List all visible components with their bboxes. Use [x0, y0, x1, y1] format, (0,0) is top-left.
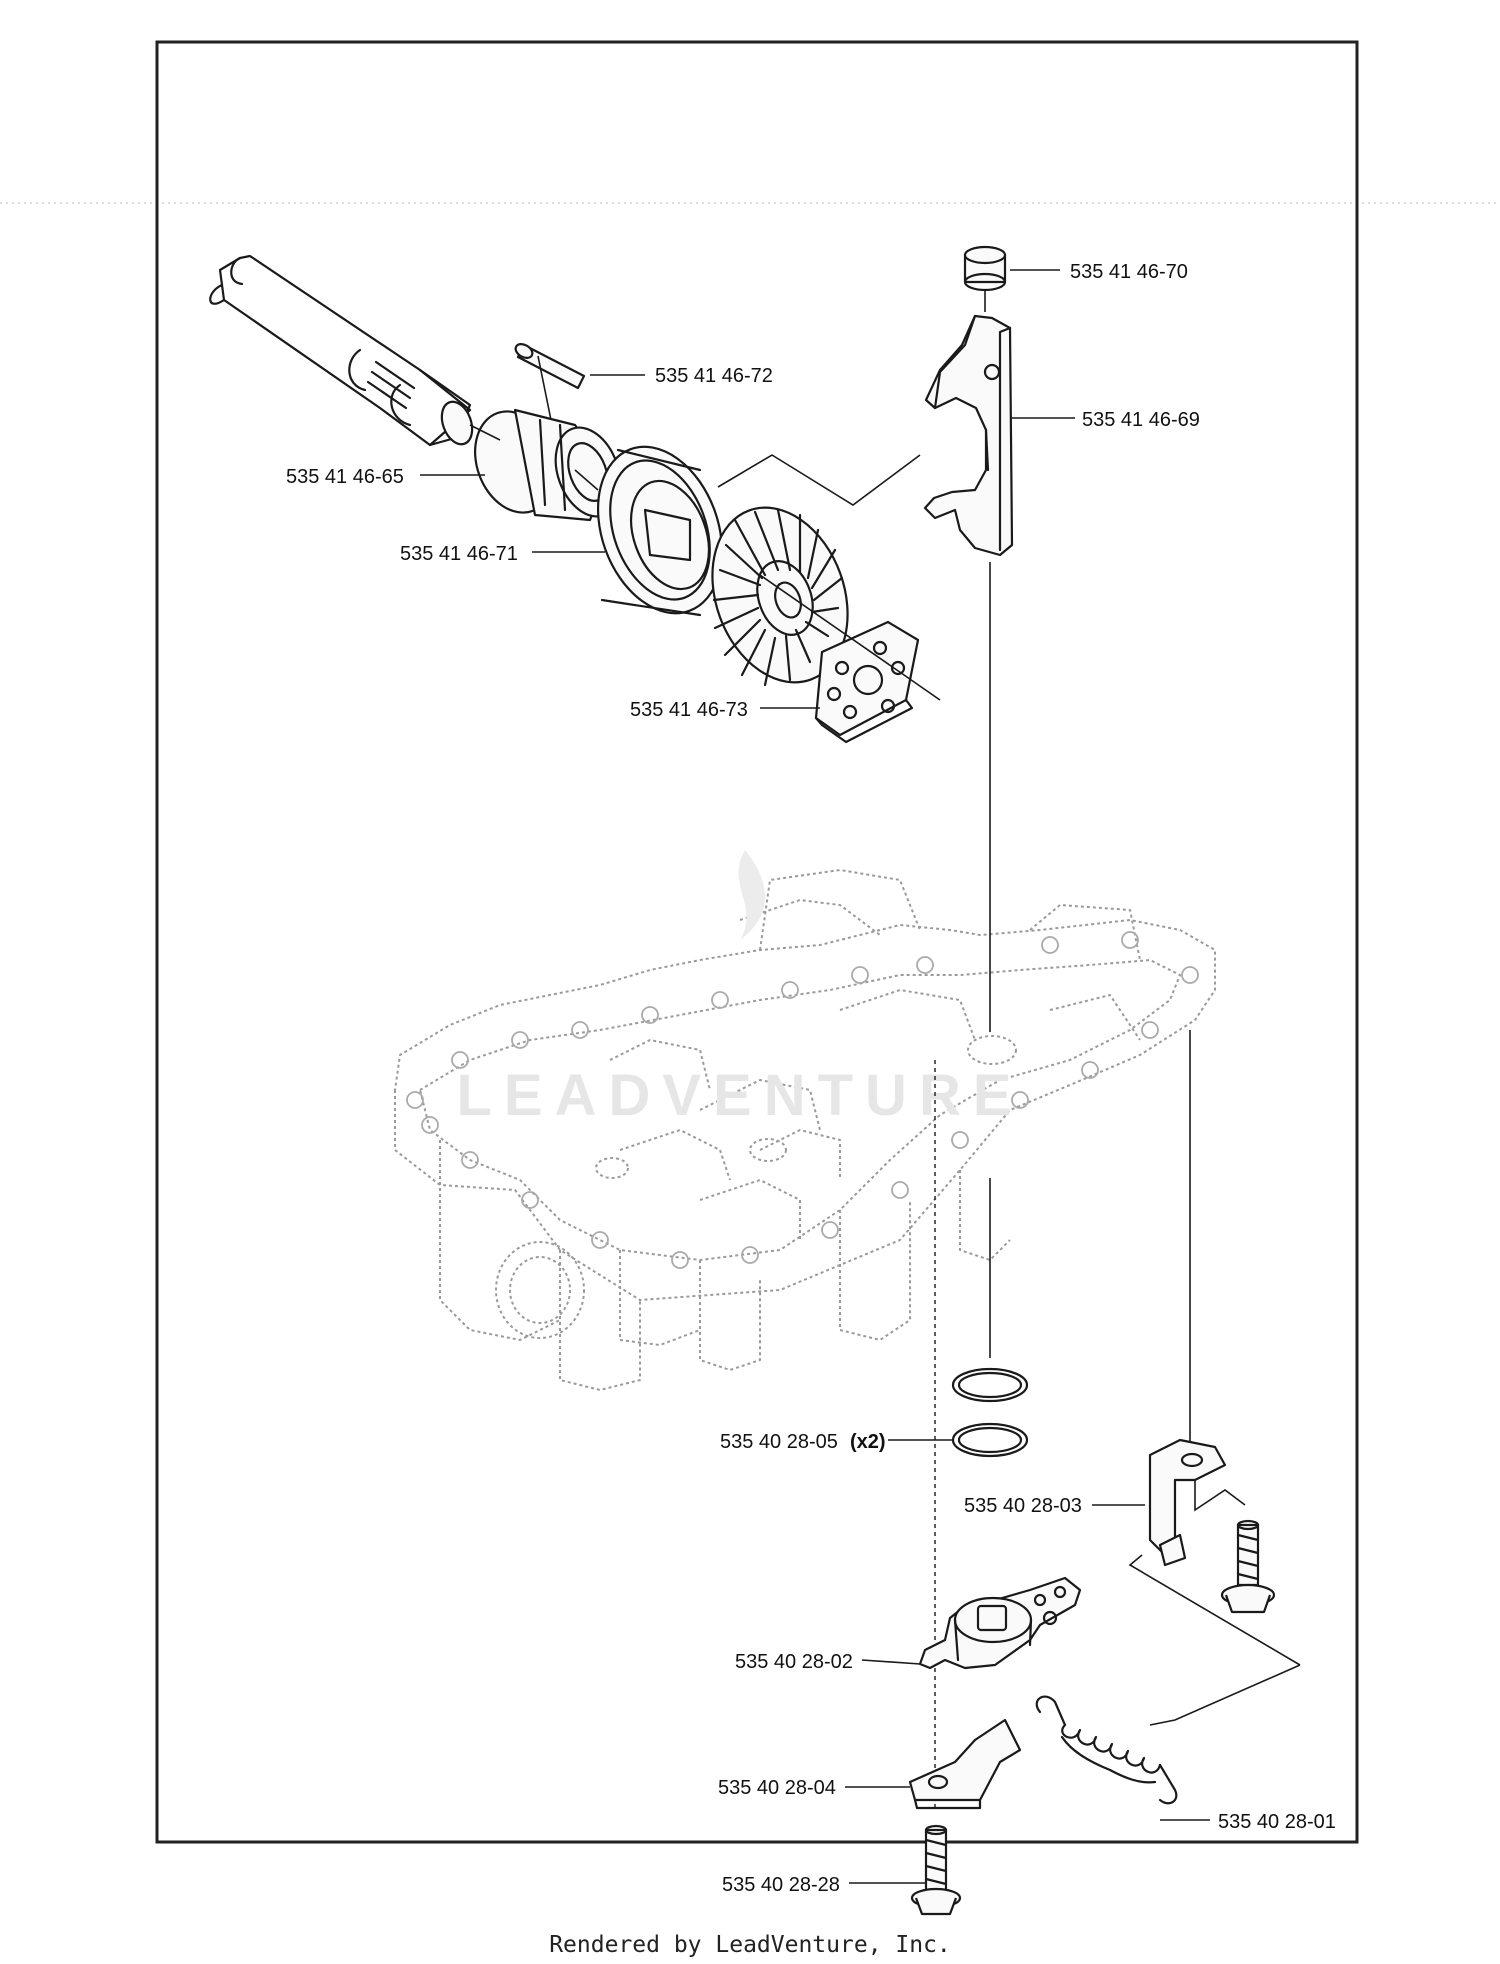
label-535-41-46-73: 535 41 46-73	[630, 699, 748, 721]
bolt-bottom-part	[910, 1824, 962, 1916]
pulley-ring-part	[596, 445, 724, 617]
assembly-axis-line-2	[574, 469, 599, 491]
label-535-41-46-71: 535 41 46-71	[400, 543, 518, 565]
label-535-40-28-03: 535 40 28-03	[964, 1495, 1082, 1517]
fork-connection-line	[717, 454, 921, 506]
pin-part	[514, 343, 586, 426]
input-shaft	[209, 254, 474, 447]
shift-fork-part	[923, 314, 1014, 557]
footer-credit: Rendered by LeadVenture, Inc.	[549, 1932, 951, 1958]
watermark-text: LEADVENTURE	[456, 1063, 1023, 1128]
cap-part	[963, 245, 1007, 312]
bracket-part	[1128, 1438, 1301, 1666]
label-535-40-28-04: 535 40 28-04	[718, 1777, 836, 1799]
label-quantity-x2: (x2)	[850, 1431, 886, 1453]
plate-part	[908, 1718, 1022, 1810]
label-535-41-46-65: 535 41 46-65	[286, 466, 404, 488]
bolt-right-part	[1220, 1519, 1276, 1614]
assembly-axis-line-3	[469, 424, 501, 441]
label-535-40-28-02: 535 40 28-02	[735, 1651, 853, 1673]
spring-part	[1035, 1664, 1301, 1805]
label-535-41-46-69: 535 41 46-69	[1082, 409, 1200, 431]
diagram-frame	[155, 40, 1359, 1844]
label-535-40-28-01: 535 40 28-01	[1218, 1811, 1336, 1833]
lever-part	[918, 1576, 1082, 1670]
label-535-41-46-70: 535 41 46-70	[1070, 261, 1188, 283]
gearbox-housing	[394, 869, 1216, 1391]
watermark-flame-icon	[738, 850, 765, 940]
spacer-plate-part	[814, 620, 920, 744]
label-535-41-46-72: 535 41 46-72	[655, 365, 773, 387]
label-535-40-28-28: 535 40 28-28	[722, 1874, 840, 1896]
leader-p02	[861, 1659, 921, 1665]
label-535-40-28-05: 535 40 28-05	[720, 1431, 838, 1453]
o-ring-upper	[951, 1367, 1029, 1403]
o-ring-lower	[951, 1422, 1029, 1458]
fan-rotor-part	[711, 506, 849, 687]
assembly-axis-line	[759, 574, 941, 701]
